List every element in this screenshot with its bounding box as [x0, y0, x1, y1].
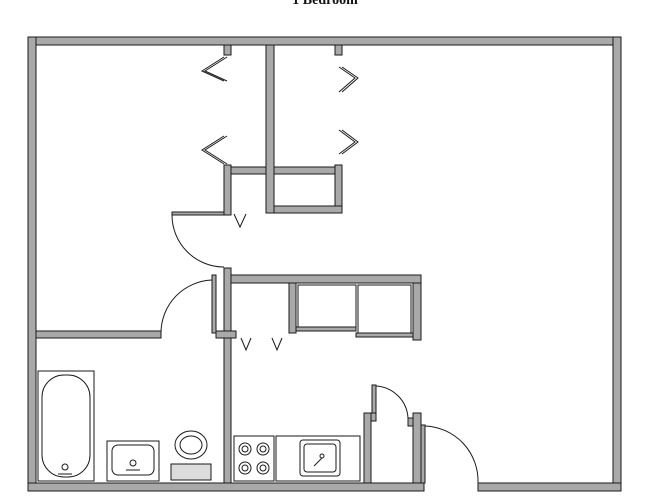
bath-sink-drain [129, 459, 137, 467]
closet-b-bottom-wall [273, 205, 343, 214]
bifold-door-closet-bottom [233, 213, 247, 229]
swing-doors [160, 214, 479, 491]
linen-west-wall [211, 274, 217, 334]
bifold-door-a1 [200, 56, 225, 82]
bathtub-basin [41, 374, 91, 478]
kitchen-sink-basin [303, 443, 337, 473]
closet-a-bottom-wall [223, 164, 232, 216]
pantry-shelf-a [295, 326, 357, 332]
bathtub-drain [61, 463, 69, 471]
kitchen-cabinets [297, 284, 412, 334]
closet-bifold-doors [200, 56, 359, 352]
kitchen-faucet [313, 457, 323, 467]
closet-divider-wall [265, 44, 275, 214]
utility-east-wall [412, 412, 422, 484]
kitchen-fixtures [233, 435, 361, 482]
utility-top-stub [370, 412, 377, 422]
bifold-door-pantry [271, 337, 283, 352]
bathroom-fixtures [37, 370, 212, 482]
bath-east-wall [223, 267, 232, 484]
pantry-cabinet-a [297, 284, 357, 328]
bifold-door-a2-edge [204, 135, 228, 165]
closet-b-shelf-wall [273, 166, 336, 175]
closet-a-top-wall [223, 44, 232, 56]
bifold-door-a1-edge [203, 56, 228, 82]
entry-door-jamb [420, 424, 426, 484]
stove-burner-4-inner [259, 464, 267, 472]
south-wall-east [477, 482, 622, 492]
utility-west-wall [363, 412, 372, 484]
bedroom-door-swing [171, 214, 225, 268]
kitchen-sink-drain [319, 453, 325, 459]
stove [233, 435, 275, 482]
bifold-door-b1 [341, 66, 359, 93]
toilet-seat [179, 435, 203, 455]
bifold-door-b1-edge [338, 66, 356, 93]
bifold-door-a2 [201, 135, 225, 165]
bedroom-door-header [171, 211, 225, 216]
closet-b-top-wall [334, 44, 343, 56]
east-wall [612, 36, 622, 492]
pantry-shelf-b [355, 332, 414, 338]
kitchen-north-wall [230, 274, 422, 284]
utility-door-jamb [371, 384, 377, 414]
stove-burner-3-inner [241, 464, 249, 472]
exterior-walls [27, 36, 622, 492]
south-wall-west [27, 482, 425, 492]
floor-plan-title: 1 Bedroom [292, 0, 358, 8]
linen-bottom-wall [215, 330, 237, 339]
bifold-door-b2 [341, 129, 359, 155]
north-wall [27, 36, 622, 46]
utility-door-stub [407, 417, 414, 427]
bathroom-door-swing [160, 279, 213, 334]
toilet-tank [170, 463, 212, 481]
bifold-door-b2-edge [338, 129, 356, 155]
stove-burner-1-inner [241, 445, 249, 453]
bifold-door-linen [240, 337, 252, 352]
bath-north-wall [35, 330, 162, 339]
pantry-east-wall [412, 282, 422, 341]
west-wall [27, 36, 37, 492]
closet-a-shelf-wall [230, 166, 267, 175]
entry-door-swing [424, 425, 479, 484]
stove-burner-2-inner [259, 445, 267, 453]
pantry-cabinet-b [357, 284, 412, 334]
pantry-divider-wall [288, 282, 297, 334]
utility-door-swing [375, 385, 409, 419]
